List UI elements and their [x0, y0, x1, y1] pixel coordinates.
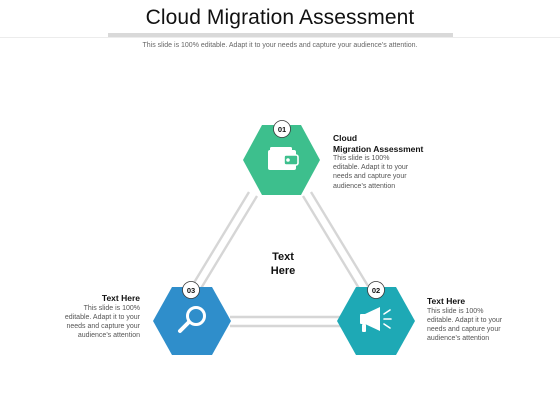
node-03-body-line-4: audience’s attention	[77, 332, 140, 340]
center-label: Text Here	[250, 250, 316, 278]
node-03-number: 03	[187, 286, 195, 295]
node-02-body-line-4: audience’s attention	[427, 335, 490, 343]
center-label-line-1: Text	[272, 251, 294, 263]
node-03-badge	[182, 281, 200, 299]
search-icon	[178, 306, 206, 333]
node-01-heading-line-2: Migration Assessment	[333, 143, 424, 154]
node-02-heading: Text Here	[427, 296, 466, 306]
node-01-body-line-3: needs and capture your	[333, 173, 407, 181]
node-02: 02	[337, 281, 415, 355]
wallet-icon	[268, 147, 299, 170]
megaphone-icon	[360, 307, 392, 332]
node-01: 01	[243, 120, 320, 195]
connector-top-to-right	[301, 191, 370, 291]
node-03-body-line-2: editable. Adapt it to your	[64, 313, 140, 321]
node-01-badge	[273, 120, 291, 138]
node-01-text-block: Cloud Migration Assessment This slide is…	[333, 133, 443, 191]
node-01-body-line-2: editable. Adapt it to your	[333, 164, 409, 172]
node-02-body-line-1: This slide is 100%	[427, 307, 484, 315]
node-03-text-block: Text Here This slide is 100% editable. A…	[46, 293, 140, 340]
node-03-body-line-1: This slide is 100%	[83, 304, 140, 312]
node-01-number: 01	[278, 125, 286, 134]
node-03: 03	[153, 281, 231, 355]
node-03-hexagon	[153, 287, 231, 355]
node-01-body-line-1: This slide is 100%	[333, 155, 390, 162]
connector-top-to-left	[190, 191, 259, 291]
header-divider	[0, 37, 560, 38]
node-02-number: 02	[372, 286, 380, 295]
center-label-line-2: Here	[270, 265, 296, 277]
node-02-badge	[367, 281, 385, 299]
title-underline	[108, 33, 453, 37]
slide-title: Cloud Migration Assessment	[145, 6, 415, 29]
node-03-heading: Text Here	[101, 293, 140, 303]
connector-left-to-right	[230, 315, 342, 328]
slide-subtitle: This slide is 100% editable. Adapt it to…	[142, 42, 418, 49]
node-01-body-line-4: audience’s attention	[333, 182, 396, 190]
node-01-heading-line-1: Cloud	[333, 133, 358, 143]
node-02-body-line-3: needs and capture your	[427, 325, 501, 333]
node-03-body-line-3: needs and capture your	[66, 322, 140, 330]
node-02-body-line-2: editable. Adapt it to your	[427, 316, 503, 324]
node-02-text-block: Text Here This slide is 100% editable. A…	[427, 296, 522, 343]
